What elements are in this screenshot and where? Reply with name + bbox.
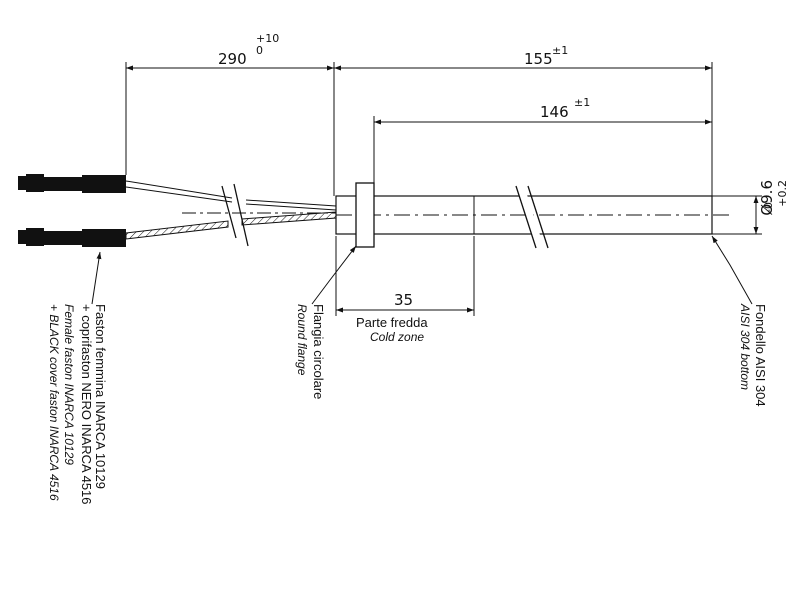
dim-diameter-tol-upper: +0.2 <box>776 180 789 207</box>
faston-label-it-2: + coprifaston NERO INARCA 4516 <box>79 304 94 505</box>
cable-break-mark <box>221 183 249 247</box>
sheath-break-mark <box>515 184 549 250</box>
leader-bottom <box>711 235 753 305</box>
dim-sheath-length-value: 146 <box>540 103 569 121</box>
dim-total-length-tol: ±1 <box>552 44 568 57</box>
faston-label-it-1: Faston femmina INARCA 10129 <box>93 304 108 489</box>
flange-label-it: Flangia circolare <box>311 304 326 399</box>
faston-connector-top <box>18 174 126 193</box>
cable-top <box>125 180 337 211</box>
dim-cable-length-tol-upper: +10 <box>256 32 279 45</box>
extension-lines <box>125 62 762 316</box>
dim-sheath-length-tol: ±1 <box>574 96 590 109</box>
dim-diameter-value: Ø9.6 <box>758 180 776 216</box>
dim-cable-length-value: 290 <box>218 50 247 68</box>
faston-connector-bottom <box>18 228 126 247</box>
cold-zone-label: Parte fredda <box>356 315 428 330</box>
leader-faston <box>91 251 102 305</box>
faston-label-en-1: Female faston INARCA 10129 <box>62 304 76 465</box>
cold-zone-label-en: Cold zone <box>370 330 424 344</box>
heater-sheath <box>335 195 730 235</box>
bottom-label-en: AISI 304 bottom <box>738 303 752 390</box>
dim-diameter-tol-lower: -0 <box>762 202 775 213</box>
dim-cold-zone-value: 35 <box>394 291 413 309</box>
faston-label-en-2: + BLACK cover faston INARCA 4516 <box>47 304 61 501</box>
dim-cable-length-tol-lower: 0 <box>256 44 263 57</box>
round-flange <box>355 182 375 248</box>
bottom-label-it: Fondello AISI 304 <box>753 304 768 407</box>
dim-total-length-value: 155 <box>524 50 553 68</box>
leader-flange <box>311 245 357 305</box>
flange-label-en: Round flange <box>295 304 309 376</box>
cable-bottom-braided <box>125 211 337 240</box>
